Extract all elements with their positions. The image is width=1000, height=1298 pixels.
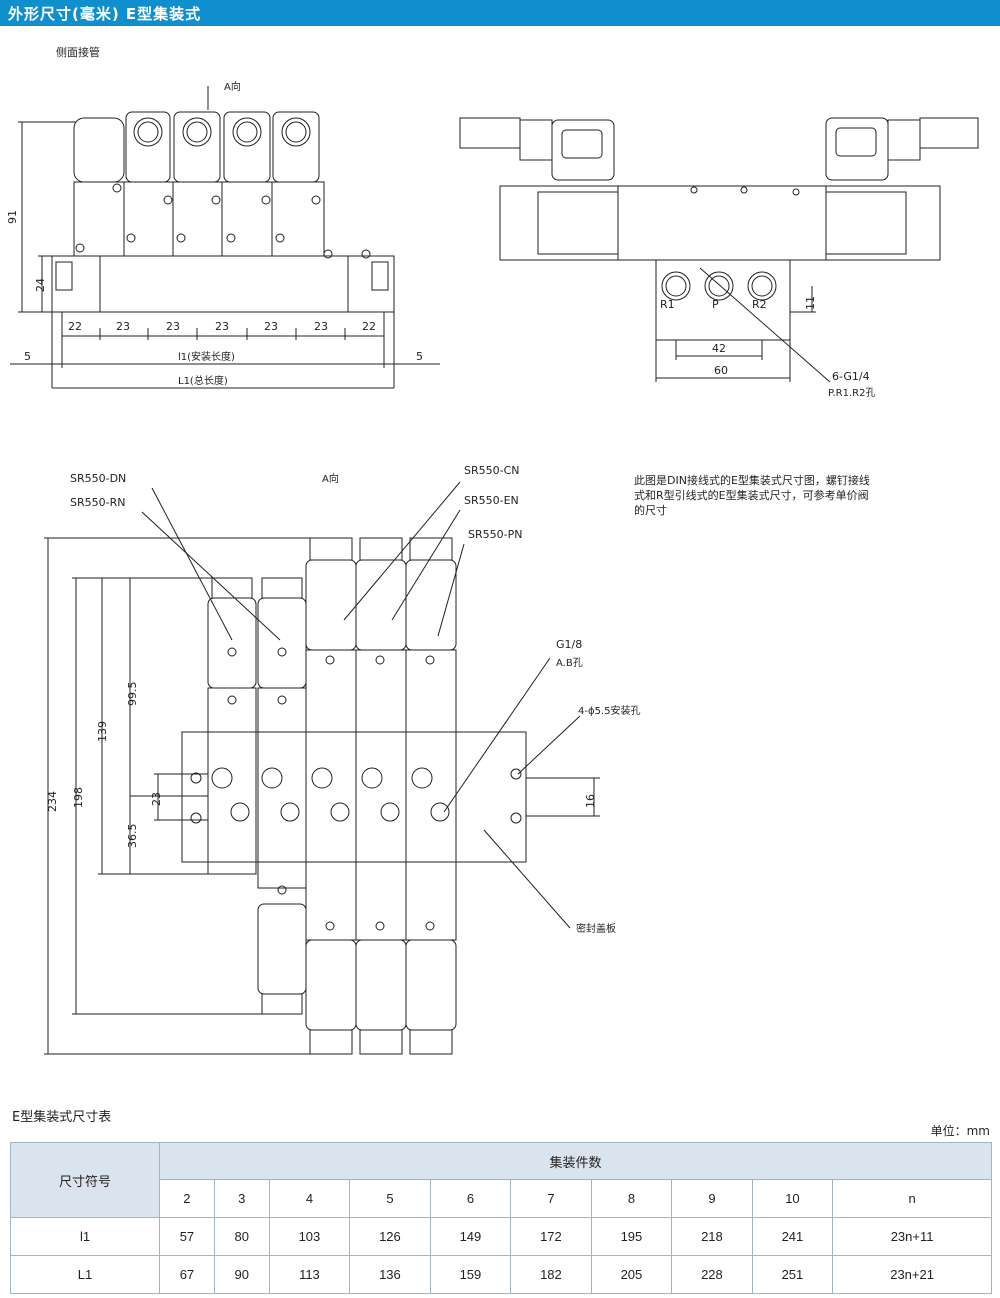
dim-pitch-3: 23	[166, 320, 180, 333]
unit-label: 单位：mm	[930, 1124, 990, 1138]
port-names: P.R1.R2孔	[828, 387, 875, 399]
table-col-header: 2	[159, 1179, 215, 1218]
port-r1: R1	[660, 298, 675, 311]
dim-91: 91	[6, 210, 19, 224]
table-cell: 23n+11	[832, 1217, 992, 1256]
dim-23: 23	[150, 792, 163, 806]
table-title: E型集装式尺寸表	[12, 1110, 112, 1125]
technical-drawing: 侧面接管 A向 91 24 22 23 23 23 23 23 22 5 5 l…	[0, 26, 1000, 1106]
table-col-header: 9	[671, 1179, 753, 1218]
table-cell: 67	[159, 1255, 215, 1294]
dim-36-5: 36.5	[126, 824, 139, 849]
ab-port-name: A.B孔	[556, 657, 583, 669]
port-spec: 6-G1/4	[832, 370, 870, 383]
table-cell: 113	[268, 1255, 351, 1294]
dim-24: 24	[34, 278, 47, 292]
table-col-header: n	[832, 1179, 992, 1218]
dim-pitch-7: 22	[362, 320, 376, 333]
note-line-2: 式和R型引线式的E型集装式尺寸，可参考单价阀	[634, 488, 869, 502]
side-view-drawing	[10, 86, 440, 389]
top-view-direction: A向	[322, 472, 339, 485]
table-cell: 228	[671, 1255, 753, 1294]
table-cell: 182	[510, 1255, 592, 1294]
table-col-header: 6	[429, 1179, 512, 1218]
dimension-table: 尺寸符号 集装件数 2 3 4 5 6 7 8 9 10 n l1 57 80 …	[10, 1142, 992, 1294]
model-sr550-cn: SR550-CN	[464, 464, 520, 477]
dim-198: 198	[72, 787, 85, 808]
model-sr550-rn: SR550-RN	[70, 496, 125, 509]
table-cell: 103	[268, 1217, 351, 1256]
seal-plate-label: 密封盖板	[576, 922, 616, 935]
side-view-direction: A向	[224, 80, 241, 93]
dim-42: 42	[712, 342, 726, 355]
top-view-drawing	[44, 481, 600, 1055]
dim-pitch-2: 23	[116, 320, 130, 333]
table-cell: 23n+21	[832, 1255, 992, 1294]
side-view-label: 侧面接管	[56, 45, 100, 59]
note-line-3: 的尺寸	[634, 503, 667, 517]
dim-offset-left: 5	[24, 350, 31, 363]
note-line-1: 此图是DIN接线式的E型集装式尺寸图，螺钉接线	[634, 473, 870, 487]
port-p: P	[712, 298, 719, 311]
dim-16: 16	[584, 794, 597, 808]
table-cell: 251	[751, 1255, 834, 1294]
table-col-header: 10	[751, 1179, 834, 1218]
dim-pitch-6: 23	[314, 320, 328, 333]
table-col-header: 8	[590, 1179, 673, 1218]
front-view-drawing	[459, 117, 979, 383]
dim-pitch-5: 23	[264, 320, 278, 333]
table-head-symbol: 尺寸符号	[10, 1142, 160, 1218]
model-sr550-dn: SR550-DN	[70, 472, 126, 485]
table-cell: 149	[429, 1217, 512, 1256]
table-col-header: 5	[349, 1179, 431, 1218]
table-head-group: 集装件数	[159, 1142, 992, 1180]
table-cell: 80	[213, 1217, 270, 1256]
mount-hole-label: 4-ϕ5.5安装孔	[578, 704, 640, 717]
table-cell: 126	[349, 1217, 431, 1256]
table-col-header: 7	[510, 1179, 592, 1218]
table-cell: 218	[671, 1217, 753, 1256]
table-col-header: 3	[213, 1179, 270, 1218]
row-symbol: L1	[10, 1255, 160, 1294]
dim-pitch-4: 23	[215, 320, 229, 333]
dim-234: 234	[46, 791, 59, 812]
header-bar: 外形尺寸(毫米) E型集装式	[0, 0, 1000, 26]
table-cell: 159	[429, 1255, 512, 1294]
model-sr550-pn: SR550-PN	[468, 528, 522, 541]
dim-install-length: l1(安装长度)	[178, 350, 235, 363]
table-cell: 90	[213, 1255, 270, 1294]
dim-139: 139	[96, 721, 109, 742]
ab-port-spec: G1/8	[556, 638, 582, 651]
table-row: L1 67 90 113 136 159 182 205 228 251 23n…	[10, 1255, 992, 1294]
dim-99-5: 99.5	[126, 682, 139, 707]
table-cell: 195	[590, 1217, 673, 1256]
table-cell: 241	[751, 1217, 834, 1256]
port-r2: R2	[752, 298, 767, 311]
dim-60: 60	[714, 364, 728, 377]
table-cell: 57	[159, 1217, 215, 1256]
table-cell: 172	[510, 1217, 592, 1256]
page-title: 外形尺寸(毫米) E型集装式	[8, 5, 202, 23]
row-symbol: l1	[10, 1217, 160, 1256]
table-col-header: 4	[268, 1179, 351, 1218]
dim-total-length: L1(总长度)	[178, 374, 228, 387]
dim-11: 11	[804, 296, 817, 310]
model-sr550-en: SR550-EN	[464, 494, 519, 507]
table-row: l1 57 80 103 126 149 172 195 218 241 23n…	[10, 1217, 992, 1256]
table-cell: 205	[590, 1255, 673, 1294]
dim-pitch-1: 22	[68, 320, 82, 333]
table-cell: 136	[349, 1255, 431, 1294]
dim-offset-right: 5	[416, 350, 423, 363]
